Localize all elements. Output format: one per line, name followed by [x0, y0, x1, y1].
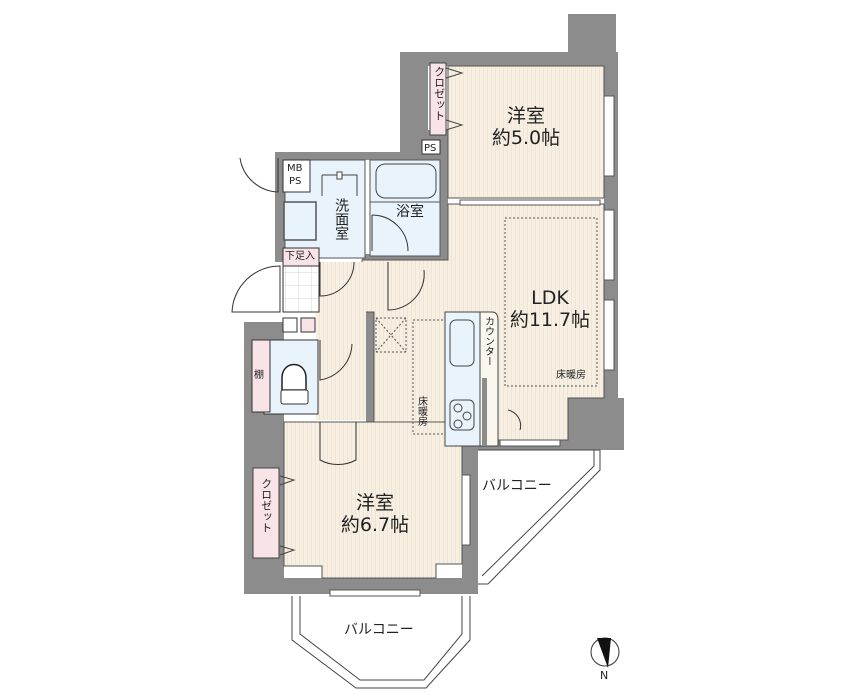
closet-1 [429, 62, 447, 136]
western-room-1-name: 洋室 [506, 105, 545, 128]
ldk-name: LDK [531, 287, 569, 310]
western-room-2-label: 洋室 約6.7帖 [340, 492, 410, 537]
balcony-south [291, 596, 471, 689]
bathroom-label: 浴室 [396, 204, 424, 220]
closet-2-label: クロゼット [259, 478, 273, 533]
balcony-south-label: バルコニー [344, 622, 414, 638]
western-room-2-floor [283, 421, 463, 579]
ldk-size: 約11.7帖 [509, 309, 591, 331]
mb-ps-label: PS [289, 176, 302, 187]
shoe-box-label: 下足入 [285, 251, 315, 262]
western-room-1-size: 約5.0帖 [491, 127, 561, 149]
closet-2 [252, 467, 280, 559]
western-room-2-name: 洋室 [355, 492, 394, 515]
balcony-east-label: バルコニー [482, 478, 552, 494]
floor-heating-kitchen-label: 床暖房 [415, 396, 427, 426]
floor-heating-ldk-label: 床暖房 [556, 370, 586, 381]
entrance-tile [282, 265, 320, 313]
ldk-label: LDK 約11.7帖 [509, 287, 591, 332]
toilet-icon [281, 363, 307, 391]
mb-label: MB [287, 163, 303, 174]
balcony-east [478, 449, 601, 585]
ps-label: PS [424, 143, 437, 154]
washroom-label: 洗面室 [333, 198, 350, 240]
western-room-2-size: 約6.7帖 [340, 514, 410, 536]
shelf [251, 339, 271, 413]
western-room-1-label: 洋室 約5.0帖 [491, 105, 561, 150]
shelf-label: 棚 [254, 370, 264, 381]
counter-label: カウンター [482, 316, 494, 366]
compass-icon [590, 637, 620, 668]
closet-1-label: クロゼット [432, 66, 446, 121]
compass-north-label: N [600, 669, 609, 682]
hallway-floor [316, 262, 366, 420]
